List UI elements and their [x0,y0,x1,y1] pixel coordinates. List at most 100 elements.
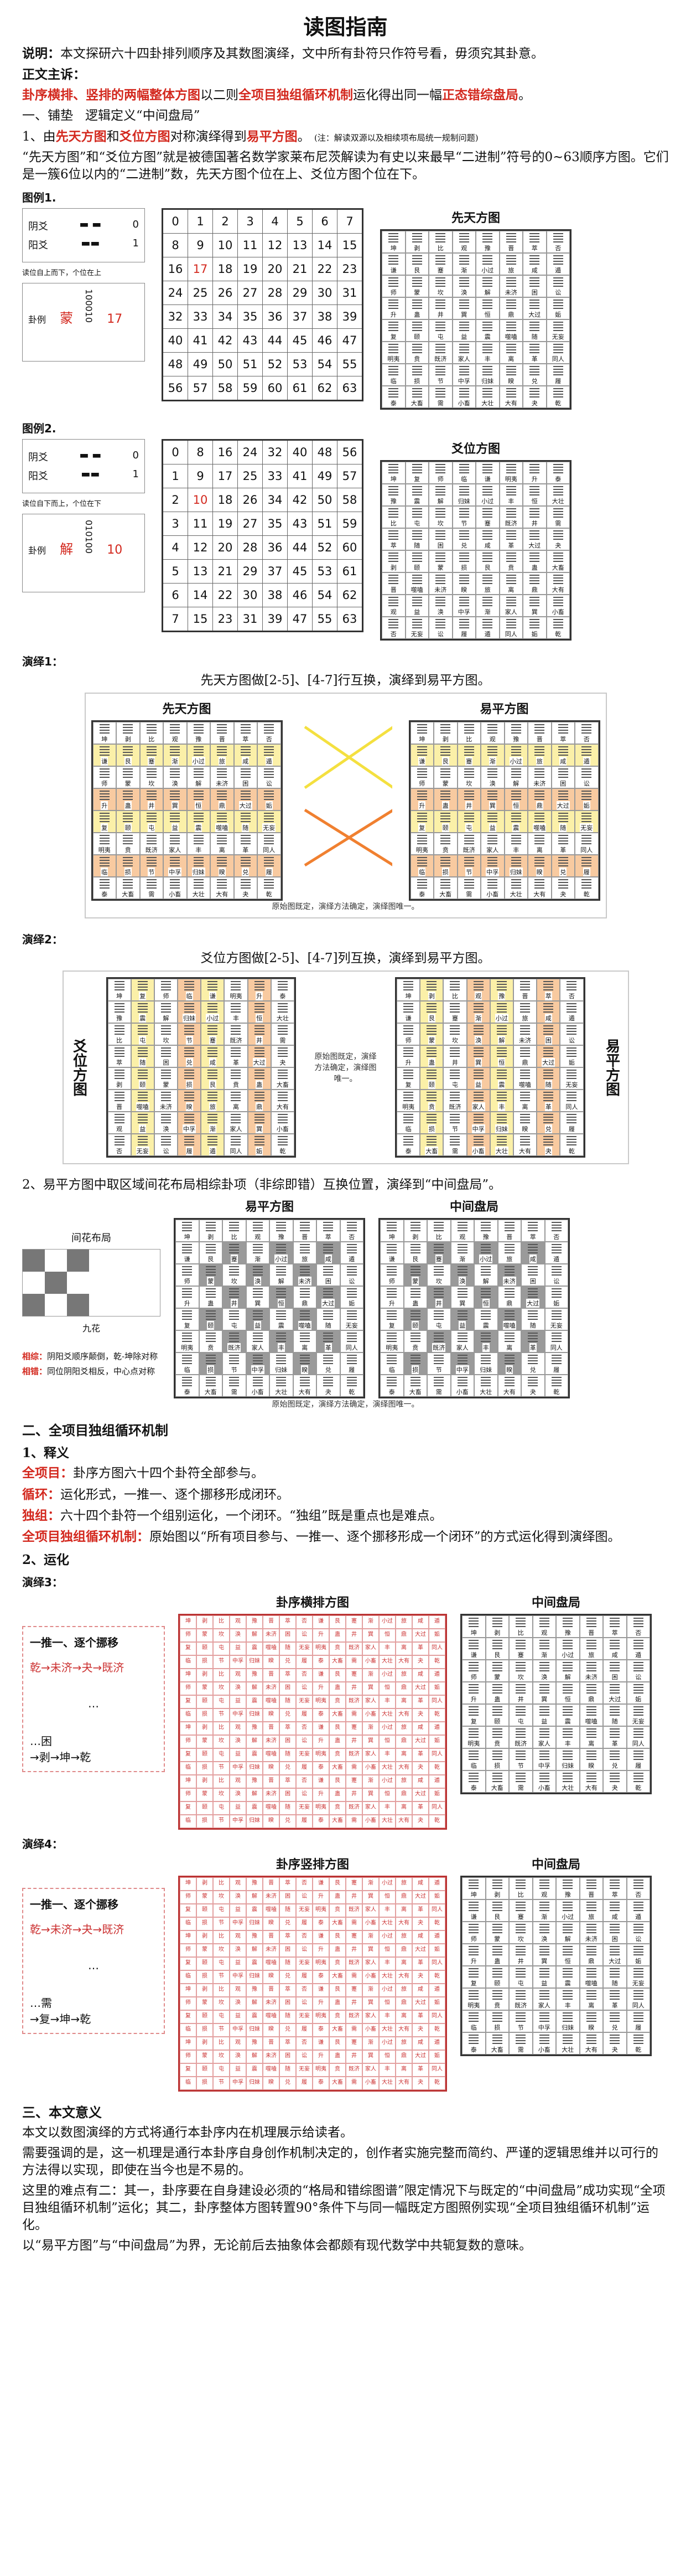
hexagram-name: 恒 [564,1956,571,1965]
hexagram-cell: 否 [257,722,281,745]
sequence-cell: 需 [346,2023,362,2037]
number-cell: 39 [262,607,288,632]
number-cell: 2 [212,209,238,234]
hexagram-cell: 蛊 [405,297,429,320]
hexagram-name: 姤 [635,1956,642,1965]
hexagram-cell: 益 [246,1308,269,1331]
hexagram-cell: 需 [509,1770,533,1793]
hexagram-name: 井 [230,1299,238,1308]
hexagram-cell: 睽 [497,1352,521,1375]
hexagram-cell: 需 [443,1134,467,1157]
hexagram-cell: 比 [382,506,406,529]
sequence-cell: 涣 [230,2050,246,2063]
sequence-cell: 大壮 [379,1761,396,1775]
hexagram-cell: 观 [452,231,476,254]
sequence-cell: 既济 [346,1956,362,1970]
hexagram-cell: 革 [224,1045,248,1068]
hexagram-name: 复 [101,823,108,833]
sequence-cell: 复 [180,1801,196,1815]
hexagram-name: 讼 [583,779,590,788]
hexagram-name: 屯 [465,823,473,833]
hexagram-name: 解 [498,1036,506,1045]
number-cell: 5 [162,559,188,584]
hexagram-cell: 蹇 [139,744,163,767]
hexagram-name: 讼 [568,1036,575,1045]
hexagram-name: 同人 [504,629,518,639]
hexagram-cell: 解 [269,1264,293,1287]
hexagram-name: 乾 [583,890,590,899]
hexagram-name: 家人 [457,354,471,364]
hexagram-cell: 讼 [626,1921,650,1944]
number-cell: 57 [188,376,213,401]
sequence-cell: 蛊 [329,2050,346,2063]
sequence-cell: 比 [213,1983,230,1997]
hexagram-name: 革 [611,1738,619,1748]
hexagram-cell: 大畜 [199,1375,222,1397]
sequence-cell: 明夷 [313,1641,329,1655]
hexagram-cell: 需 [427,1375,451,1397]
sequence-cell: 大有 [396,1655,412,1669]
hexagram-name: 师 [388,1277,396,1286]
sequence-cell: 遁 [429,1668,445,1682]
hexagram-name: 履 [185,1147,193,1156]
hexagram-cell: 屯 [427,1308,451,1331]
demo1-note: 原始图既定，演绎方法确定，演绎图唯一。 [272,902,419,912]
number-cell: 34 [212,304,238,329]
sequence-cell: 萃 [279,1930,296,1944]
hexagram-name: 巽 [171,801,179,811]
pattern-sub: 九花 [82,1323,100,1334]
sequence-cell: 咸 [412,1774,429,1788]
hexagram-name: 离 [536,845,543,855]
sequence-cell: 随 [279,2063,296,2077]
hexagram-name: 巽 [541,1956,548,1965]
sequence-cell: 复 [180,1903,196,1917]
sequence-cell: 艮 [329,1774,346,1788]
hexagram-cell: 大过 [523,297,547,320]
hexagram-name: 损 [185,1080,193,1090]
hexagram-name: 井 [465,801,473,811]
hexagram-cell: 否 [107,1134,131,1157]
sequence-cell: 未济 [263,1628,279,1642]
hexagram-name: 恒 [498,1058,506,1067]
hexagram-name: 家人 [504,607,518,617]
sequence-cell: 谦 [313,2036,329,2050]
number-cell: 40 [162,328,188,353]
hexagram-cell: 讼 [626,1659,650,1682]
hexagram-name: 噬嗑 [518,1080,532,1090]
hexagram-cell: 姤 [257,788,281,811]
hexagram-name: 需 [517,2045,524,2054]
sequence-cell: 解 [246,1681,263,1695]
sequence-cell: 明夷 [313,1695,329,1708]
hexagram-name: 晋 [301,1232,309,1242]
hexagram-cell: 鼎 [293,1286,316,1309]
hexagram-cell: 中孚 [452,595,476,617]
hexagram-name: 渐 [460,266,468,275]
sequence-cell: 观 [230,1668,246,1682]
hexagram-name: 随 [559,823,567,833]
sequence-cell: 艮 [329,1877,346,1891]
sequence-cell: 恒 [379,1681,396,1695]
hexagram-name: 兑 [242,868,250,877]
hexagram-cell: 丰 [490,1090,513,1112]
hexagram-cell: 蒙 [405,275,429,298]
demo3-label: 演绎3： [22,1575,63,1589]
demo4-row: 一推一、逐个挪移 乾→未济→夬→既济 … …需 →复→坤→乾 卦序竖排方图 坤剥… [22,1855,669,2092]
demo1-label: 演绎1： [22,655,63,669]
hexagram-cell: 中孚 [532,2010,556,2032]
sequence-cell: 坎 [213,1734,230,1748]
hexagram-cell: 否 [626,1877,650,1899]
hexagram-cell: 损 [199,1352,222,1375]
hexagram-name: 睽 [521,1124,529,1134]
sequence-cell: 归妹 [246,1917,263,1930]
hexagram-name: 小畜 [251,1387,264,1397]
hexagram-cell: 讼 [546,275,570,298]
hexagram-name: 贲 [493,2000,501,2010]
number-cell: 2 [162,488,188,513]
hexagram-name: 遁 [484,629,491,639]
hexagram-cell: 渐 [450,1242,474,1264]
section2-sub2: 2、运化 [22,1552,70,1567]
hexagram-cell: 中孚 [452,364,476,386]
hexagram-name: 师 [183,1277,191,1286]
